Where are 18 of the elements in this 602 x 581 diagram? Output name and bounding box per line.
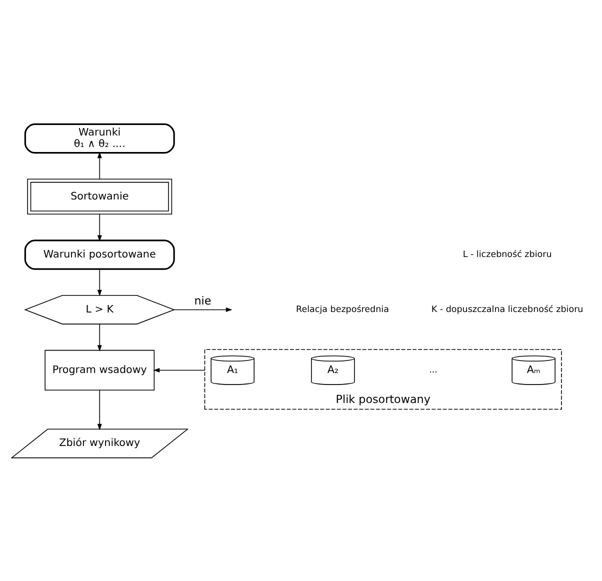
arrow (97, 389, 102, 430)
edge-label: nie (194, 294, 212, 307)
arrow (97, 323, 102, 351)
label: K - dopuszczalna liczebność zbioru (431, 304, 584, 314)
label: L - liczebność zbioru (462, 250, 552, 260)
node-label: Plik posortowany (336, 392, 430, 406)
node-box: Warunki θ₁ ∧ θ₂ .... (24, 122, 175, 154)
node-box: Sortowanie (27, 178, 172, 214)
node-box: Warunki posortowane (24, 239, 175, 270)
label: Relacja bezpośrednia (296, 304, 389, 314)
arrow (97, 268, 102, 296)
arrow (97, 214, 102, 242)
arrow (153, 368, 206, 372)
cluster (204, 348, 562, 410)
node-box: Program wsadowy (44, 349, 155, 390)
arrow (97, 151, 102, 179)
arrow (174, 306, 232, 312)
label: ... (429, 364, 438, 375)
